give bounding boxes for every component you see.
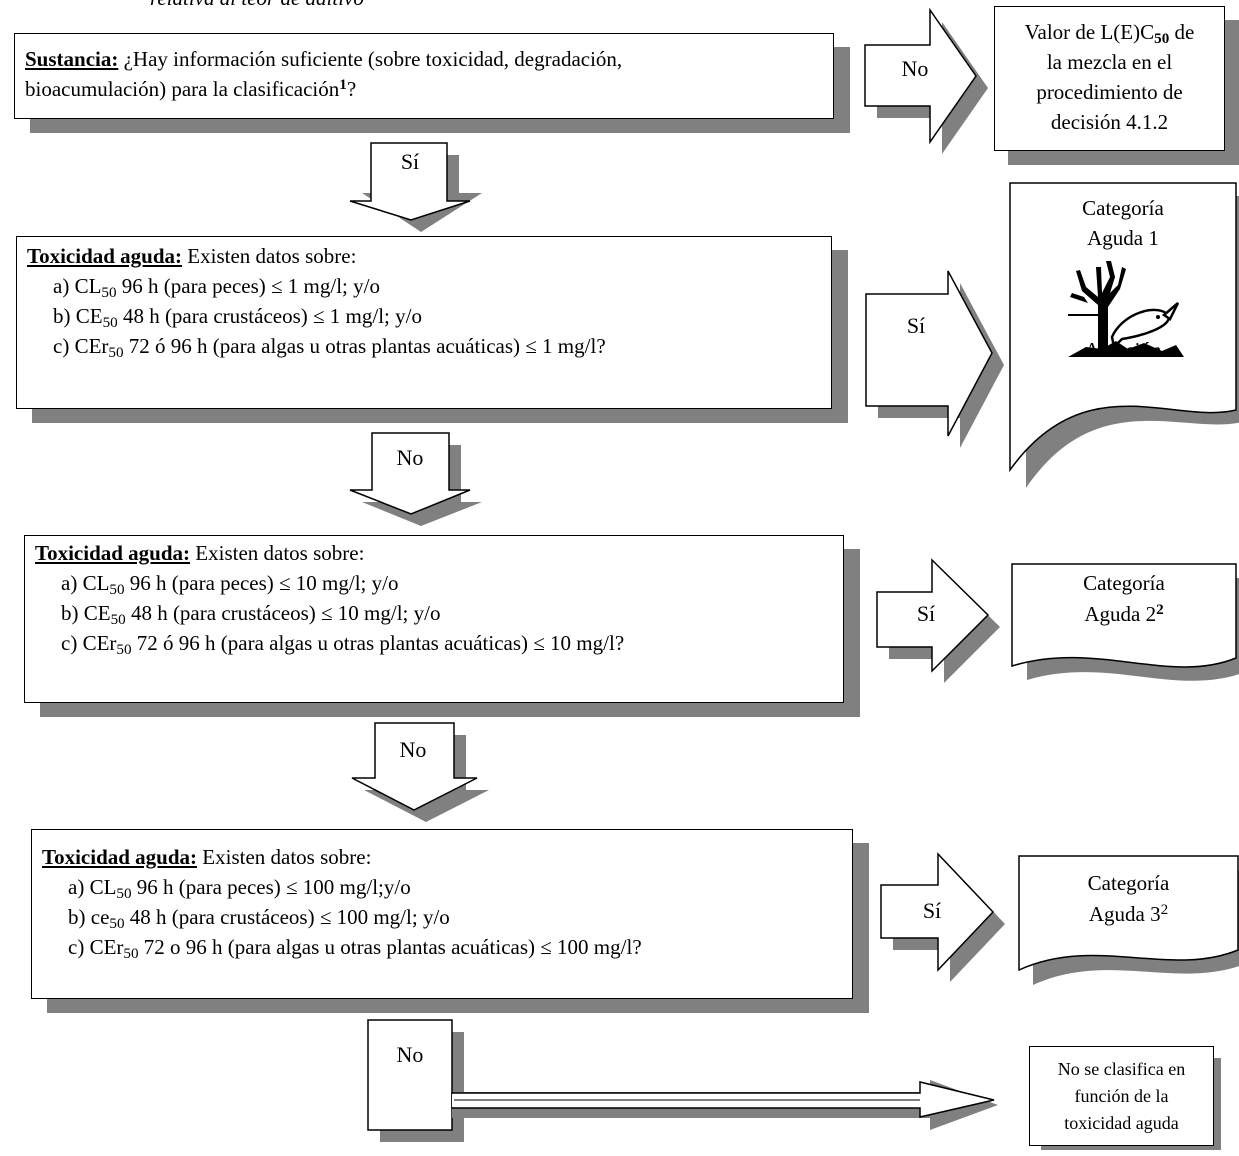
tox1-label: Toxicidad aguda: xyxy=(27,244,183,268)
arrow-label-no-4: No xyxy=(396,1042,424,1067)
arrow-label-no-2: No xyxy=(396,445,424,470)
cat3-line1: Categoría xyxy=(1087,871,1170,895)
substance-question-box: Sustancia: ¿Hay información suficiente (… xyxy=(14,33,834,119)
tox2-intro: Existen datos sobre: xyxy=(190,541,365,565)
tox-box-2: Toxicidad aguda: Existen datos sobre: a)… xyxy=(24,535,844,703)
arrow-label-yes-3: Sí xyxy=(916,601,936,626)
tox3-a-post: 96 h (para peces) ≤ 100 mg/l;y/o xyxy=(131,875,411,899)
tox3-c-sub: 50 xyxy=(123,945,139,962)
top-cut-text: relativa al teor de aditivo xyxy=(150,0,364,11)
cat1-line1: Categoría xyxy=(1082,196,1164,220)
mixture-line4: decisión 4.1.2 xyxy=(1050,110,1169,134)
tox2-a-post: 96 h (para peces) ≤ 10 mg/l; y/o xyxy=(124,571,399,595)
cat2-footnote: 2 xyxy=(1156,602,1164,619)
tox1-a-post: 96 h (para peces) ≤ 1 mg/l; y/o xyxy=(116,274,380,298)
tox1-a-pre: a) CL xyxy=(53,274,102,298)
mixture-line1-sub: 50 xyxy=(1154,30,1170,47)
arrow-label-no-top: No xyxy=(901,56,929,81)
tox1-b-post: 48 h (para crustáceos) ≤ 1 mg/l; y/o xyxy=(117,304,422,328)
substance-footnote: 1 xyxy=(339,77,347,94)
tox2-a-sub: 50 xyxy=(109,581,125,598)
cat3-result: Categoría Aguda 32 xyxy=(1019,868,1238,930)
tox2-c-sub: 50 xyxy=(116,641,132,658)
mixture-line3: procedimiento de xyxy=(1036,80,1183,104)
tox3-b-sub: 50 xyxy=(109,915,125,932)
mixture-line2: la mezcla en el xyxy=(1046,50,1173,74)
arrow-label-yes-2: Sí xyxy=(906,313,926,338)
tox2-c-post: 72 ó 96 h (para algas u otras plantas ac… xyxy=(131,631,625,655)
tox2-b-pre: b) CE xyxy=(61,601,111,625)
cat1-line2: Aguda 1 xyxy=(1087,226,1159,250)
tox1-b-pre: b) CE xyxy=(53,304,103,328)
tox3-b-pre: b) ce xyxy=(68,905,110,929)
tox3-intro: Existen datos sobre: xyxy=(197,845,372,869)
tox2-b-sub: 50 xyxy=(110,611,126,628)
environment-hazard-icon xyxy=(1010,253,1236,365)
arrow-label-yes-4: Sí xyxy=(922,898,942,923)
mixture-line1-pre: Valor de L(E)C xyxy=(1024,20,1155,44)
tox2-b-post: 48 h (para crustáceos) ≤ 10 mg/l; y/o xyxy=(125,601,441,625)
not-classified-line1: No se clasifica en xyxy=(1057,1059,1186,1079)
tox1-a-sub: 50 xyxy=(101,284,117,301)
tox3-a-sub: 50 xyxy=(116,885,132,902)
tox2-a-pre: a) CL xyxy=(61,571,110,595)
tox3-label: Toxicidad aguda: xyxy=(42,845,198,869)
mixture-result-box: Valor de L(E)C50 de la mezcla en el proc… xyxy=(994,6,1225,151)
cat3-footnote: 2 xyxy=(1160,902,1169,919)
arrow-label-yes-1: Sí xyxy=(400,149,420,174)
tox2-label: Toxicidad aguda: xyxy=(35,541,191,565)
substance-text-2: bioacumulación) para la clasificación xyxy=(25,77,340,101)
arrow-label-no-3: No xyxy=(399,737,427,762)
substance-label: Sustancia: xyxy=(25,47,119,71)
tox3-b-post: 48 h (para crustáceos) ≤ 100 mg/l; y/o xyxy=(124,905,450,929)
substance-tail: ? xyxy=(346,77,357,101)
tox1-b-sub: 50 xyxy=(102,314,118,331)
tox1-c-pre: c) CEr xyxy=(53,334,109,358)
tox-box-1: Toxicidad aguda: Existen datos sobre: a)… xyxy=(16,236,832,409)
cat2-result: Categoría Aguda 22 xyxy=(1012,568,1236,630)
not-classified-line2: función de la xyxy=(1074,1086,1169,1106)
cat2-line2: Aguda 2 xyxy=(1084,602,1157,626)
cat3-line2: Aguda 3 xyxy=(1088,902,1161,926)
mixture-line1-post: de xyxy=(1169,20,1195,44)
tox1-c-sub: 50 xyxy=(108,344,124,361)
substance-text-1: ¿Hay información suficiente (sobre toxic… xyxy=(118,47,623,71)
not-classified-line3: toxicidad aguda xyxy=(1064,1113,1179,1133)
cat1-result: Categoría Aguda 1 Atención xyxy=(1010,193,1236,365)
tox-box-3: Toxicidad aguda: Existen datos sobre: a)… xyxy=(31,829,853,999)
tox3-a-pre: a) CL xyxy=(68,875,117,899)
tox3-c-post: 72 o 96 h (para algas u otras plantas ac… xyxy=(138,935,642,959)
tox1-intro: Existen datos sobre: xyxy=(182,244,357,268)
tox2-c-pre: c) CEr xyxy=(61,631,117,655)
not-classified-box: No se clasifica en función de la toxicid… xyxy=(1029,1046,1214,1146)
tox1-c-post: 72 ó 96 h (para algas u otras plantas ac… xyxy=(123,334,606,358)
tox3-c-pre: c) CEr xyxy=(68,935,124,959)
cat2-line1: Categoría xyxy=(1083,571,1165,595)
